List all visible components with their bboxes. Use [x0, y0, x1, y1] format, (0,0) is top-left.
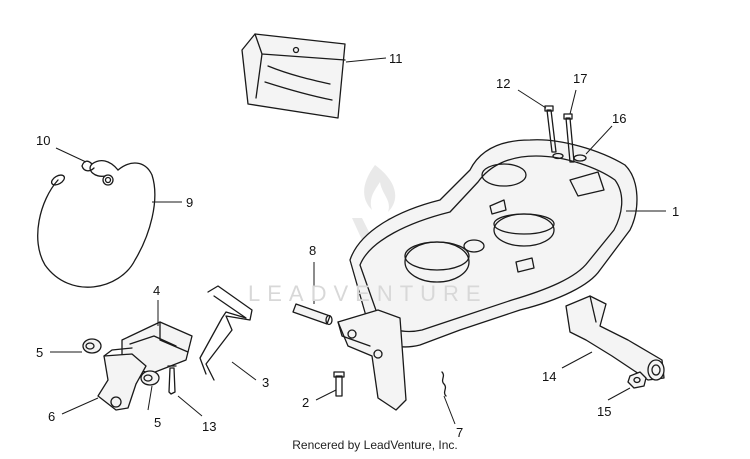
callout-1: 1	[672, 204, 680, 219]
part-2-bolt	[333, 371, 345, 397]
part-8-pin	[292, 303, 333, 326]
watermark-text: LEADVENTURE	[248, 281, 488, 306]
callout-3: 3	[262, 375, 270, 390]
part-6-arm	[97, 347, 147, 411]
callout-12: 12	[496, 76, 511, 91]
part-17-bolt	[563, 113, 575, 163]
part-9-cable	[37, 159, 156, 288]
callout-6: 6	[48, 409, 56, 424]
callout-4: 4	[153, 283, 161, 298]
callout-15: 15	[597, 404, 612, 419]
callout-14: 14	[542, 369, 557, 384]
part-5-bushing-a	[82, 338, 102, 354]
part-13-screw	[167, 365, 177, 395]
part-1-deck	[349, 139, 638, 348]
part-12-bolt	[544, 105, 557, 153]
part-5-bushing-b	[140, 370, 160, 386]
callout-2: 2	[302, 395, 310, 410]
callout-8: 8	[309, 243, 317, 258]
callout-10: 10	[36, 133, 51, 148]
render-credit: Rencered by LeadVenture, Inc.	[292, 438, 458, 452]
part-15-nut	[627, 371, 647, 389]
part-7-clip	[441, 371, 447, 397]
part-14-axle-bracket	[565, 295, 665, 381]
part-11-manual-pouch	[241, 33, 346, 119]
pivot-bracket	[337, 309, 407, 411]
callout-5b: 5	[154, 415, 162, 430]
callout-9: 9	[186, 195, 194, 210]
callout-5a: 5	[36, 345, 44, 360]
callout-17: 17	[573, 71, 588, 86]
callout-13: 13	[202, 419, 217, 434]
callout-11: 11	[389, 51, 403, 66]
callout-7: 7	[456, 425, 464, 440]
part-3-rod	[199, 285, 253, 381]
callout-16: 16	[612, 111, 627, 126]
leader-lines	[50, 57, 666, 425]
part-16-washer	[552, 152, 587, 162]
